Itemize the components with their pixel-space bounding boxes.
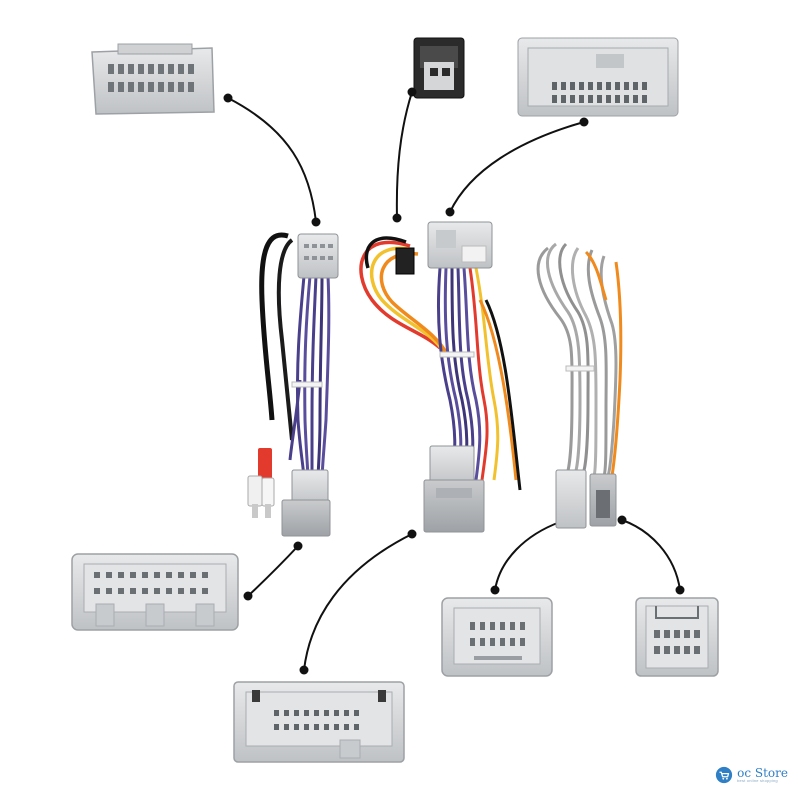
connector-detail-top-left bbox=[91, 43, 215, 115]
harness-right-connectors bbox=[555, 469, 617, 529]
callout-dots bbox=[223, 87, 685, 675]
harness-right bbox=[536, 242, 623, 477]
connector-detail-bottom-middle bbox=[233, 681, 405, 763]
connector-detail-top-black bbox=[413, 37, 465, 99]
shopping-cart-icon bbox=[716, 766, 733, 784]
store-watermark: oc Store best online shopping bbox=[715, 766, 788, 784]
watermark-tagline: best online shopping bbox=[737, 778, 778, 783]
harness-middle bbox=[359, 221, 522, 533]
connector-detail-bottom-right-a bbox=[441, 597, 553, 677]
connector-detail-top-right bbox=[517, 37, 679, 117]
watermark-brand: oc Store bbox=[737, 766, 788, 780]
callout-lines bbox=[227, 91, 681, 671]
connector-detail-bottom-left bbox=[71, 553, 239, 631]
harness-left bbox=[247, 232, 339, 537]
connector-detail-bottom-right-b bbox=[635, 597, 719, 677]
